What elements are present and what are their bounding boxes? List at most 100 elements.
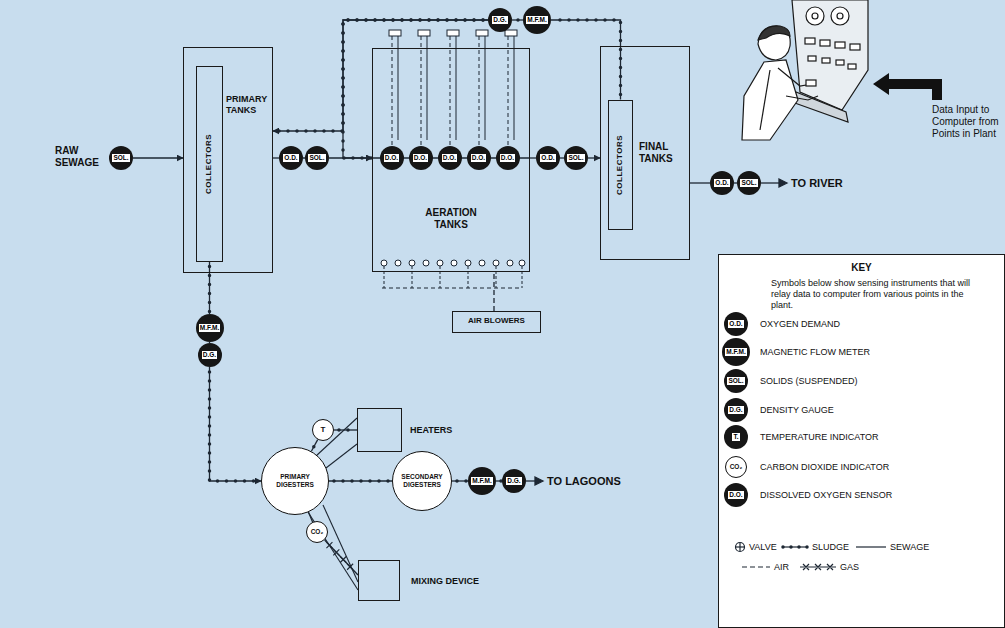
caption-note: Data Input to Computer from Points in Pl…	[932, 104, 1002, 140]
connector	[133, 158, 183, 159]
node-text: SECONDARY DIGESTERS	[397, 473, 447, 489]
dissolved-oxygen-sensor: D.O.	[467, 146, 491, 170]
legend-text: AIR	[774, 562, 789, 573]
connector	[512, 20, 523, 21]
symbol-text: SOL.	[727, 377, 744, 385]
node-text: D.G.	[492, 16, 507, 24]
flow-meter: M.F.M.	[196, 314, 224, 342]
node-text: COLLECTORS	[615, 135, 625, 195]
symbol-text: O.D.	[728, 320, 743, 328]
symbol-text: M.F.M.	[725, 348, 747, 356]
legend-text: GAS	[840, 562, 859, 573]
data-arrow	[873, 73, 942, 98]
sludge-dots	[551, 20, 621, 100]
connector	[551, 20, 621, 100]
pipe-line	[588, 157, 600, 158]
sludge-dots	[343, 20, 488, 158]
key-symbol: M.F.M.	[722, 338, 750, 366]
symbol-text: T.	[732, 433, 739, 441]
outlet-arrows	[526, 179, 787, 485]
sludge-dots	[273, 20, 488, 131]
node-text: D.O.	[384, 154, 399, 162]
connector	[494, 272, 495, 311]
connector	[588, 158, 600, 159]
pipe-line	[690, 182, 710, 183]
heater-box: HEATERS	[357, 408, 402, 452]
node-text: SOL.	[740, 179, 757, 187]
pipe-line	[551, 20, 621, 100]
legend-text: CARBON DIOXIDE INDICATOR	[760, 462, 889, 473]
connector	[311, 440, 317, 452]
symbol-text: CO₂	[730, 463, 743, 471]
inlet-label: RAW SEWAGE	[55, 145, 107, 169]
legend-text: SOLIDS (SUSPENDED)	[760, 376, 858, 387]
node-text: D.O.	[413, 154, 428, 162]
sludge-dots	[208, 262, 212, 315]
node-text: AIR BLOWERS	[453, 312, 540, 329]
co2-indicator: CO₂	[306, 521, 328, 543]
connector	[273, 20, 488, 131]
solids-sensor: SOL.	[109, 146, 133, 170]
collector-box: COLLECTORS	[608, 100, 633, 230]
node-text: M.F.M.	[471, 477, 493, 485]
tank-box: AERATION TANKS D.O. D.O. D.O. D.O. D.O.	[372, 48, 530, 272]
node-text: M.F.M.	[526, 16, 548, 24]
pipe-line	[329, 480, 392, 481]
pipe-line	[311, 440, 317, 452]
dissolved-oxygen-sensor: D.O.	[496, 146, 520, 170]
connector	[309, 512, 313, 522]
node-text: D.O.	[471, 154, 486, 162]
sludge-dots	[512, 18, 523, 22]
node-text: D.G.	[506, 477, 521, 485]
tank-box: FINAL TANKS COLLECTORS	[600, 46, 690, 260]
symbol-text: D.G.	[728, 406, 743, 414]
sludge-dots	[329, 479, 392, 483]
blower-box: AIR BLOWERS	[452, 311, 541, 333]
sludge-dots	[311, 440, 317, 452]
symbol-text: D.O.	[728, 491, 743, 499]
legend-text: OXYGEN DEMAND	[760, 319, 840, 330]
legend-text: SLUDGE	[812, 542, 849, 553]
flow-meter: M.F.M.	[468, 467, 496, 495]
pipe-line	[334, 429, 357, 430]
data-arrow-tail	[932, 79, 942, 100]
mixer-box: MIXING DEVICE	[358, 560, 400, 601]
node-text: O.D.	[714, 179, 729, 187]
connector	[690, 183, 710, 184]
node-text: PRIMARY TANKS	[226, 94, 270, 116]
oxygen-demand-sensor: O.D.	[536, 146, 560, 170]
key-symbol: O.D.	[724, 312, 748, 336]
node-text: AERATION TANKS	[415, 207, 487, 231]
node-text: M.F.M.	[199, 324, 221, 332]
node-text: D.G.	[202, 351, 217, 359]
connector	[329, 481, 392, 482]
legend-samples	[736, 543, 887, 571]
collector-box: COLLECTORS	[196, 66, 223, 262]
dissolved-oxygen-sensor: D.O.	[438, 146, 462, 170]
key-panel	[718, 254, 1005, 628]
node-text: O.D.	[540, 154, 555, 162]
sludge-dots	[210, 367, 262, 481]
solids-sensor: SOL.	[737, 171, 761, 195]
node-text: Symbols below show sensing instruments t…	[771, 278, 976, 311]
node-text: D.O.	[442, 154, 457, 162]
gas-marks	[326, 542, 353, 570]
node-text: O.D.	[283, 154, 298, 162]
pipe-line	[512, 19, 523, 20]
node-text: SOL.	[567, 154, 584, 162]
pipe-line	[209, 262, 210, 315]
connector	[334, 430, 357, 431]
flow-meter: M.F.M.	[523, 6, 551, 34]
key-symbol: CO₂	[725, 456, 747, 478]
legend-text: MAGNETIC FLOW METER	[760, 347, 870, 358]
node-text: FINAL TANKS	[639, 141, 687, 165]
solids-sensor: SOL.	[305, 146, 329, 170]
outlet-label: TO RIVER	[791, 176, 843, 190]
key-symbol: SOL.	[724, 369, 748, 393]
connector	[210, 367, 262, 481]
solids-sensor: SOL.	[564, 146, 588, 170]
pipe-line	[343, 20, 488, 158]
density-gauge: D.G.	[488, 8, 512, 32]
digester-circle: SECONDARY DIGESTERS	[392, 451, 452, 511]
